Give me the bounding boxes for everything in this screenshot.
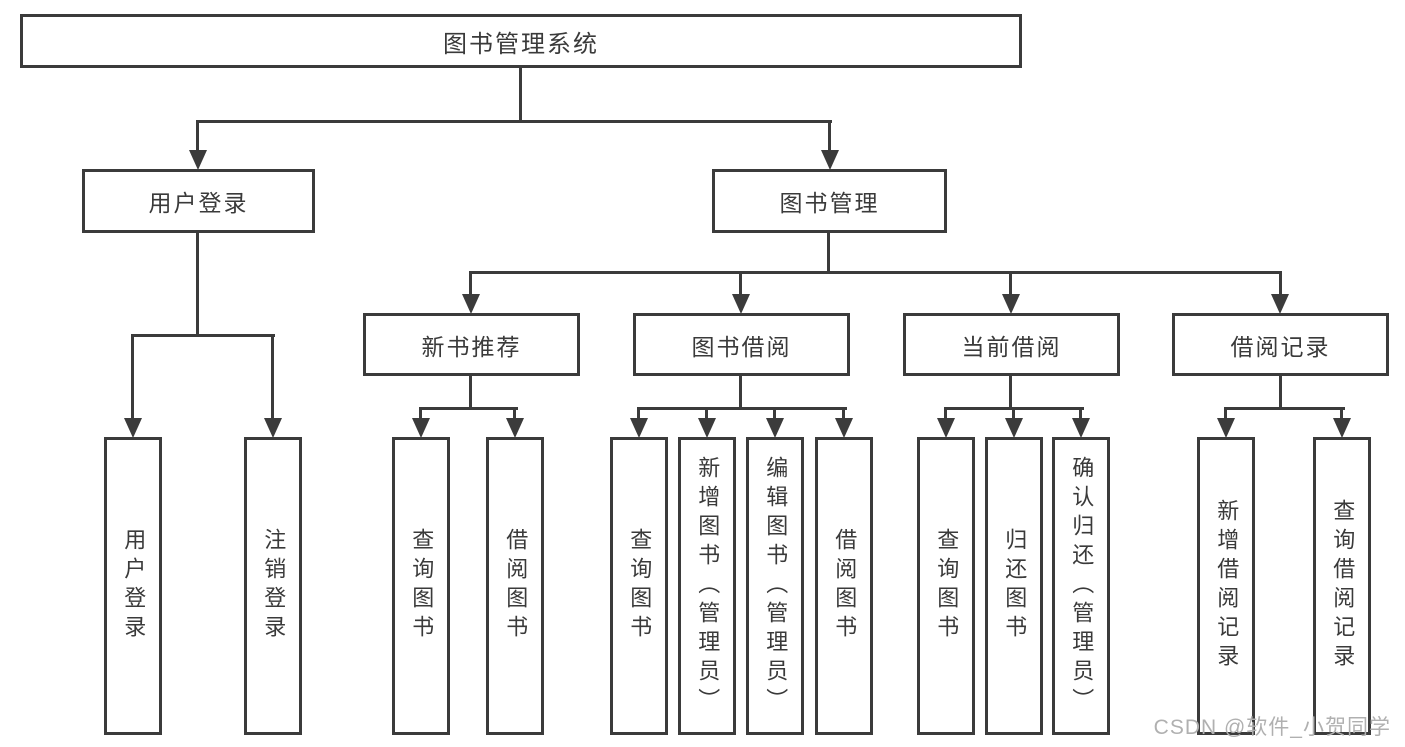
connector-drop-cb-return: [1012, 407, 1015, 419]
leaf-user-login: 用户登录: [104, 437, 162, 735]
connector-root-rail: [196, 120, 832, 123]
connector-drop-bb-add: [705, 407, 708, 419]
arrowhead-new-book-recommend: [462, 294, 480, 314]
node-book-management-label: 图书管理: [779, 190, 880, 216]
node-book-borrow-label: 图书借阅: [691, 333, 792, 360]
node-borrow-record: 借阅记录: [1172, 313, 1389, 376]
connector-nbr-stem: [469, 376, 472, 410]
node-user-login: 用户登录: [82, 169, 315, 233]
connector-root-drop-book-management: [828, 120, 831, 151]
leaf-nbr-borrow-book-label: 借阅图书: [503, 528, 529, 644]
connector-br-stem: [1279, 376, 1282, 410]
arrowhead-nbr-borrow: [506, 418, 524, 438]
node-new-book-recommend: 新书推荐: [363, 313, 580, 376]
connector-drop-br-query: [1340, 407, 1343, 419]
node-user-login-label: 用户登录: [148, 190, 249, 216]
arrowhead-nbr-query: [412, 418, 430, 438]
arrowhead-bb-add: [698, 418, 716, 438]
leaf-cb-return-book: 归还图书: [985, 437, 1043, 735]
connector-drop-bb-borrow: [842, 407, 845, 419]
leaf-bb-query-book: 查询图书: [610, 437, 668, 735]
node-book-borrow: 图书借阅: [633, 313, 850, 376]
connector-bb-stem: [739, 376, 742, 410]
connector-drop-nbr-borrow: [513, 407, 516, 419]
arrowhead-book-management: [821, 150, 839, 170]
connector-br-rail: [1224, 407, 1345, 410]
arrowhead-br-add: [1217, 418, 1235, 438]
arrowhead-bb-edit: [766, 418, 784, 438]
leaf-cb-return-book-label: 归还图书: [1002, 528, 1028, 644]
node-book-management: 图书管理: [712, 169, 947, 233]
leaf-bb-edit-book-label: 编辑图书（管理员）: [763, 455, 789, 717]
leaf-br-query-record: 查询借阅记录: [1313, 437, 1371, 735]
arrowhead-bb-query: [630, 418, 648, 438]
leaf-logout: 注销登录: [244, 437, 302, 735]
node-current-borrow-label: 当前借阅: [961, 333, 1062, 360]
connector-drop-book-borrow: [739, 271, 742, 296]
connector-drop-br-add: [1224, 407, 1227, 419]
leaf-bb-add-book-label: 新增图书（管理员）: [695, 455, 721, 717]
connector-user-login-stem: [196, 233, 199, 337]
arrowhead-cb-confirm: [1072, 418, 1090, 438]
connector-nbr-rail: [419, 407, 518, 410]
connector-drop-cb-query: [944, 407, 947, 419]
node-root-label: 图书管理系统: [443, 30, 599, 58]
leaf-cb-confirm-return-label: 确认归还（管理员）: [1069, 455, 1095, 717]
connector-drop-current-borrow: [1009, 271, 1012, 296]
connector-book-management-rail: [469, 271, 1282, 274]
leaf-nbr-borrow-book: 借阅图书: [486, 437, 544, 735]
connector-drop-bb-query: [637, 407, 640, 419]
leaf-br-add-record: 新增借阅记录: [1197, 437, 1255, 735]
leaf-cb-query-book-label: 查询图书: [934, 528, 960, 644]
connector-cb-stem: [1009, 376, 1012, 410]
connector-root-stem: [519, 68, 522, 121]
arrowhead-bb-borrow: [835, 418, 853, 438]
leaf-nbr-query-book-label: 查询图书: [409, 528, 435, 644]
leaf-bb-query-book-label: 查询图书: [627, 528, 653, 644]
connector-drop-leaf-logout: [271, 334, 274, 419]
leaf-cb-confirm-return: 确认归还（管理员）: [1052, 437, 1110, 735]
arrowhead-leaf-logout: [264, 418, 282, 438]
leaf-logout-label: 注销登录: [261, 528, 287, 644]
leaf-bb-borrow-book: 借阅图书: [815, 437, 873, 735]
node-borrow-record-label: 借阅记录: [1230, 333, 1331, 360]
arrowhead-cb-return: [1005, 418, 1023, 438]
leaf-bb-add-book: 新增图书（管理员）: [678, 437, 736, 735]
node-new-book-recommend-label: 新书推荐: [421, 333, 522, 360]
arrowhead-current-borrow: [1002, 294, 1020, 314]
connector-drop-cb-confirm: [1079, 407, 1082, 419]
connector-drop-new-book-recommend: [469, 271, 472, 296]
arrowhead-book-borrow: [732, 294, 750, 314]
arrowhead-user-login: [189, 150, 207, 170]
connector-drop-nbr-query: [419, 407, 422, 419]
leaf-bb-borrow-book-label: 借阅图书: [832, 528, 858, 644]
connector-bb-rail: [637, 407, 847, 410]
connector-root-drop-user-login: [196, 120, 199, 151]
arrowhead-cb-query: [937, 418, 955, 438]
node-current-borrow: 当前借阅: [903, 313, 1120, 376]
arrowhead-br-query: [1333, 418, 1351, 438]
node-root: 图书管理系统: [20, 14, 1022, 68]
leaf-user-login-label: 用户登录: [121, 528, 147, 644]
watermark: CSDN @软件_小贺同学: [1153, 716, 1391, 739]
leaf-nbr-query-book: 查询图书: [392, 437, 450, 735]
connector-drop-borrow-record: [1279, 271, 1282, 296]
arrowhead-leaf-user-login: [124, 418, 142, 438]
connector-drop-bb-edit: [773, 407, 776, 419]
leaf-bb-edit-book: 编辑图书（管理员）: [746, 437, 804, 735]
arrowhead-borrow-record: [1271, 294, 1289, 314]
leaf-br-query-record-label: 查询借阅记录: [1330, 499, 1356, 673]
connector-drop-leaf-user-login: [131, 334, 134, 419]
leaf-br-add-record-label: 新增借阅记录: [1214, 499, 1240, 673]
connector-user-login-rail: [131, 334, 275, 337]
connector-book-management-stem: [827, 233, 830, 274]
leaf-cb-query-book: 查询图书: [917, 437, 975, 735]
